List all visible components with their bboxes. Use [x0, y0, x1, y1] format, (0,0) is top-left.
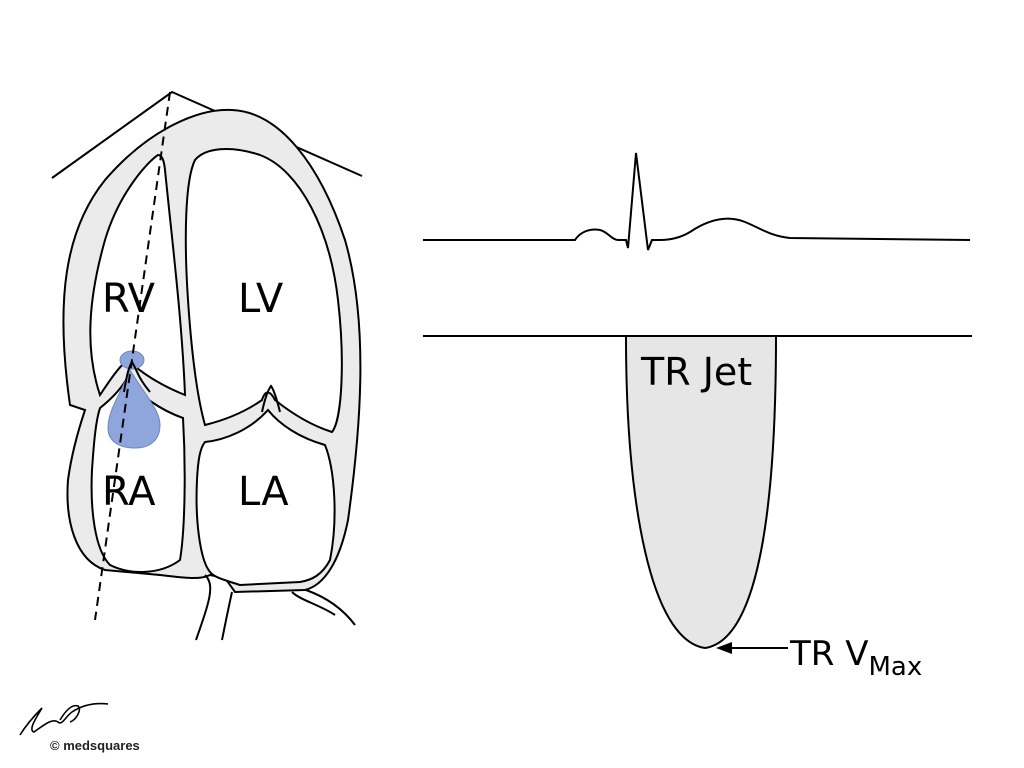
- pulmonary-veins: [195, 574, 356, 641]
- signature-mark: [19, 702, 109, 736]
- credit-text: © medsquares: [50, 738, 140, 753]
- la-chamber: [195, 408, 336, 587]
- vmax-arrowhead: [716, 642, 732, 654]
- mitral-valve: [261, 384, 281, 413]
- tr-jet-envelope: [624, 335, 778, 650]
- tr-vmax-main: TR V: [789, 634, 868, 674]
- ra-label: RA: [102, 469, 156, 515]
- ecg-trace: [423, 152, 971, 251]
- tr-vmax-sub: Max: [868, 652, 922, 682]
- rv-label: RV: [102, 276, 156, 322]
- lv-label: LV: [238, 276, 284, 322]
- lv-chamber: [184, 148, 343, 434]
- tr-vmax-label: TR VMax: [789, 634, 922, 682]
- tr-jet-label: TR Jet: [640, 350, 752, 394]
- tr-regurgitant-jet: [107, 368, 161, 449]
- la-label: LA: [238, 469, 289, 515]
